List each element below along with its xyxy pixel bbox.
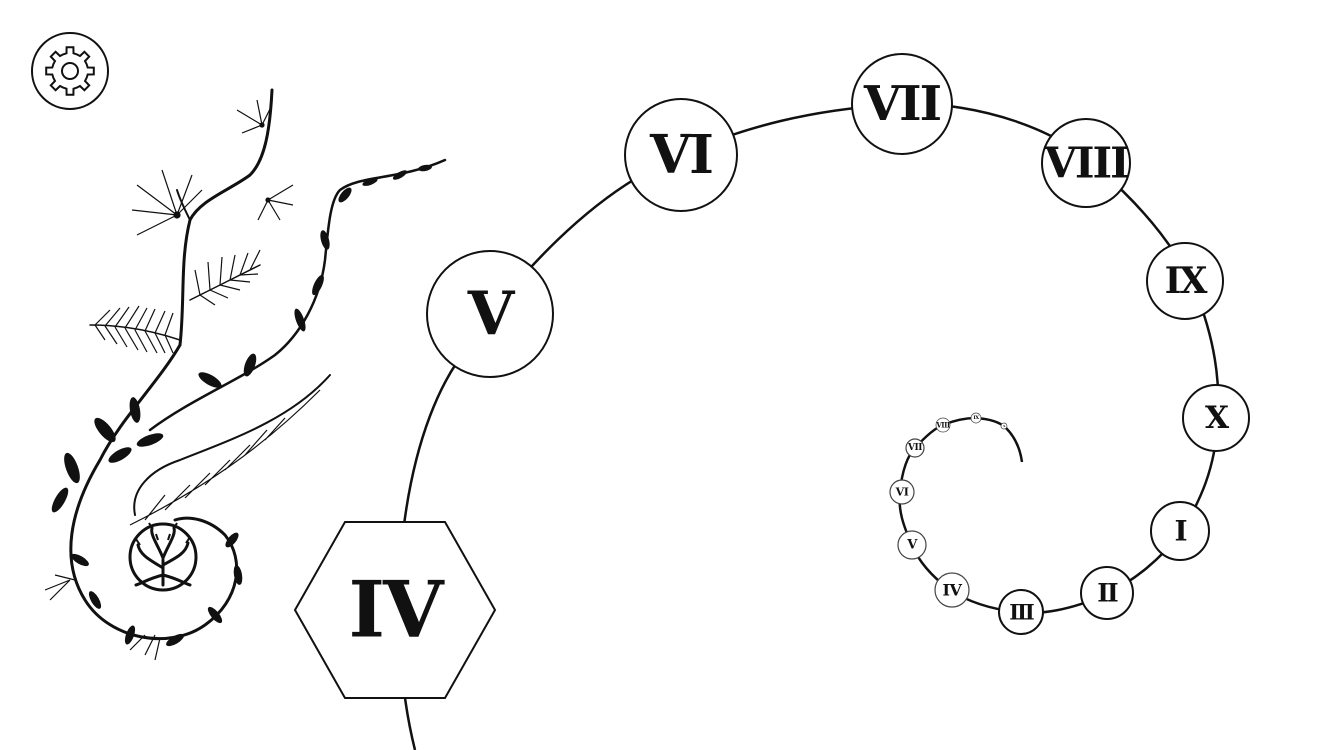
mini-spiral: IV V VI VII VIII IX X: [889, 412, 1008, 608]
mini-level-numeral: IV: [943, 581, 963, 600]
level-node-x[interactable]: X: [1182, 384, 1250, 452]
level-numeral: VIII: [1043, 139, 1128, 188]
mini-level-node: VII: [905, 438, 925, 458]
level-node-ii[interactable]: II: [1080, 566, 1134, 620]
gear-icon: [31, 32, 109, 110]
level-circle-frame: [1150, 501, 1210, 561]
level-circle-frame: [426, 250, 554, 378]
mini-level-numeral: IX: [973, 415, 979, 421]
mini-level-numeral: X: [1003, 424, 1006, 428]
level-numeral: III: [1009, 600, 1034, 625]
level-node-ix[interactable]: IX: [1146, 242, 1224, 320]
level-circle-frame: [624, 98, 738, 212]
level-circle-frame: [1041, 118, 1131, 208]
decorative-leaves: [51, 164, 432, 647]
level-node-vi[interactable]: VI: [624, 98, 738, 212]
mini-level-numeral: VI: [895, 486, 909, 499]
level-numeral: IX: [1165, 260, 1208, 302]
decorative-ferns: [44, 99, 321, 661]
level-node-viii[interactable]: VIII: [1041, 118, 1131, 208]
mini-level-numeral: V: [906, 538, 918, 553]
level-numeral: X: [1205, 400, 1230, 436]
level-node-i[interactable]: I: [1150, 501, 1210, 561]
level-node-vii[interactable]: VII: [851, 53, 953, 155]
level-numeral: V: [467, 279, 516, 349]
level-numeral: II: [1097, 579, 1118, 608]
mini-level-node: X: [1000, 422, 1008, 430]
mini-level-node: VI: [889, 479, 915, 505]
level-circle-frame: [1146, 242, 1224, 320]
settings-button[interactable]: [30, 31, 110, 111]
level-numeral: VI: [649, 124, 712, 186]
mini-level-numeral: VII: [907, 443, 922, 453]
level-node-iv[interactable]: IV: [293, 521, 497, 699]
mini-level-node: VIII: [935, 417, 951, 433]
level-circle-frame: [851, 53, 953, 155]
level-node-iii[interactable]: III: [998, 589, 1044, 635]
level-circle-frame: [1182, 384, 1250, 452]
level-circle-frame: [1080, 566, 1134, 620]
level-hexagon-frame: [293, 521, 497, 699]
mini-level-node: IV: [934, 572, 970, 608]
level-numeral: VII: [863, 76, 941, 132]
level-numeral: IV: [348, 565, 444, 656]
mini-level-node: V: [897, 530, 927, 560]
level-numeral: I: [1174, 515, 1186, 548]
mini-level-numeral: VIII: [935, 421, 949, 430]
mini-level-node: IX: [970, 412, 982, 424]
level-node-v[interactable]: V: [426, 250, 554, 378]
level-circle-frame: [998, 589, 1044, 635]
tree-of-life-icon: [128, 522, 198, 592]
